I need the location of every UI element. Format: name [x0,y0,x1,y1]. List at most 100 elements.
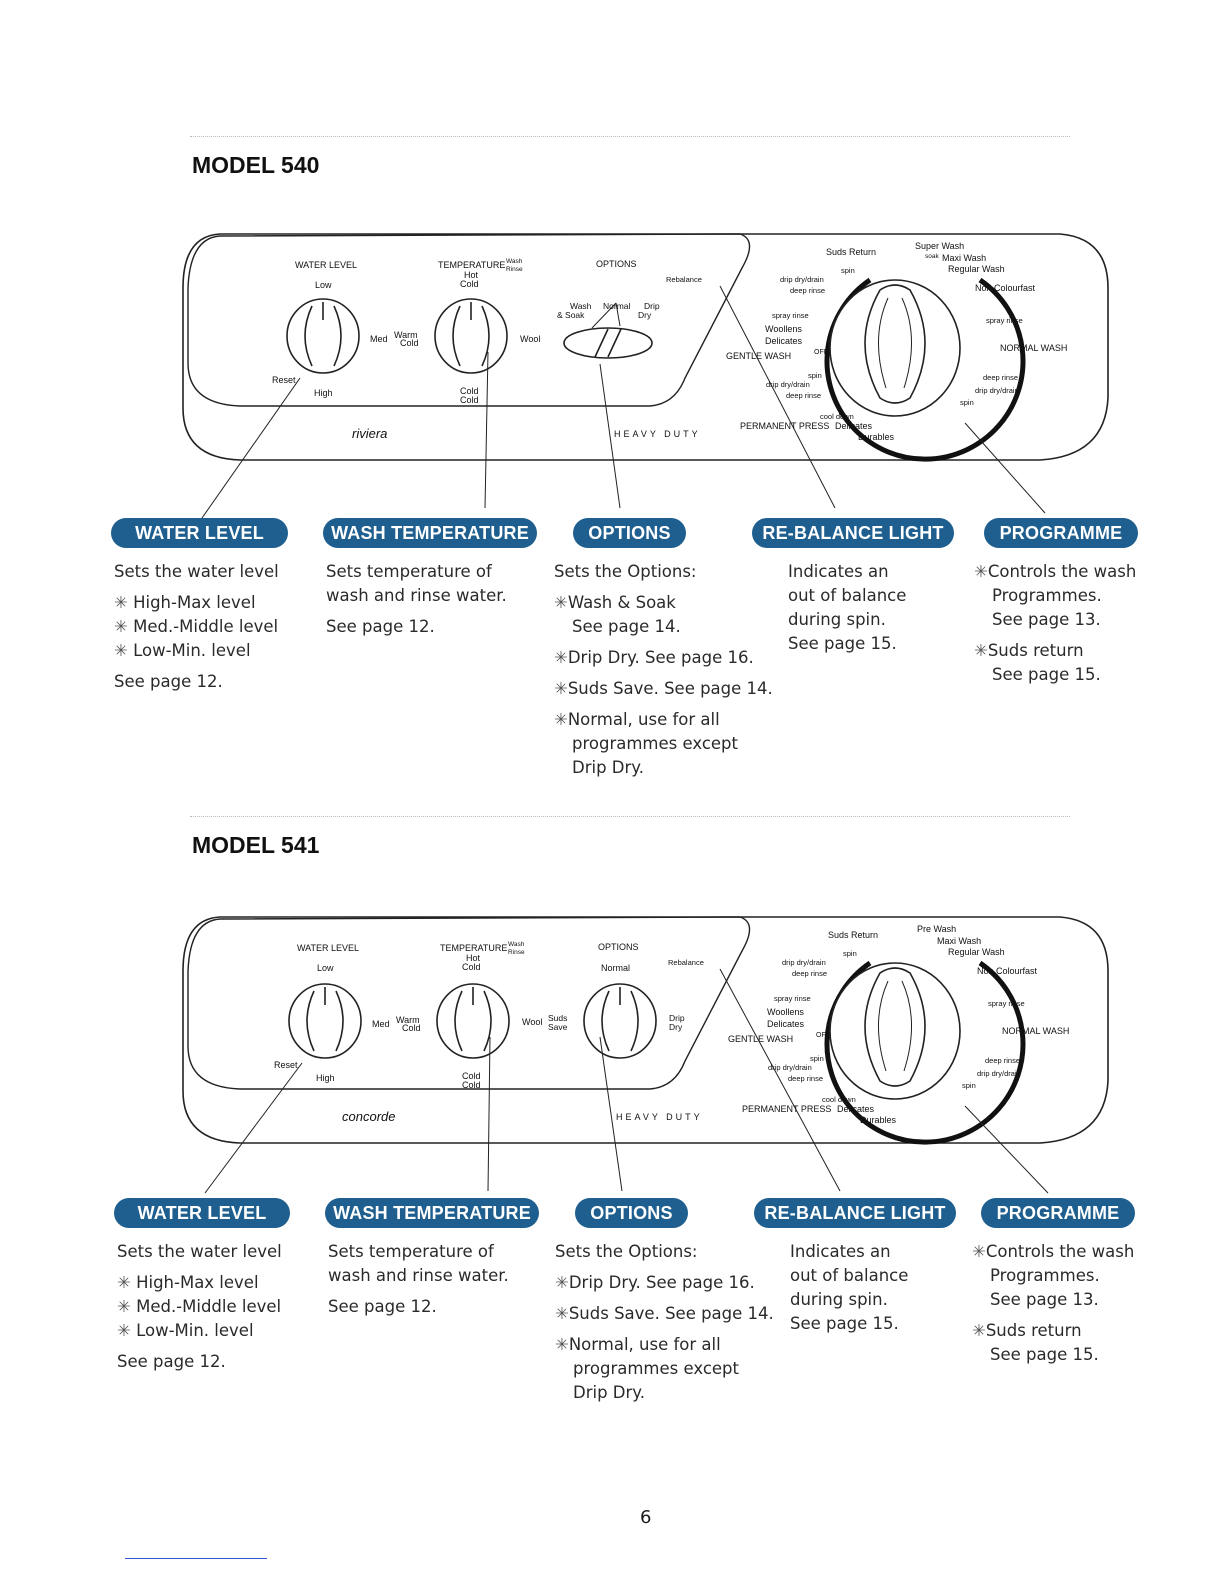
footer-rule [125,1558,267,1559]
svg-text:Suds Return: Suds Return [826,247,876,257]
svg-text:drip dry/drain: drip dry/drain [766,380,810,389]
badge-water-level: WATER LEVEL [111,518,288,548]
svg-text:deep rinse: deep rinse [985,1056,1020,1065]
svg-text:WATER LEVEL: WATER LEVEL [297,943,359,953]
svg-text:& Soak: & Soak [557,310,585,320]
svg-text:TEMPERATURE: TEMPERATURE [438,260,505,270]
svg-text:deep rinse: deep rinse [790,286,825,295]
svg-text:Cold: Cold [462,962,481,972]
svg-text:Pre Wash: Pre Wash [917,924,956,934]
svg-text:Delicates: Delicates [765,336,803,346]
svg-text:Delicates: Delicates [767,1019,805,1029]
svg-text:Durables: Durables [860,1115,897,1125]
svg-text:Wool: Wool [522,1017,542,1027]
badge-programme: PROGRAMME [984,518,1138,548]
model-541-control-panel: WATER LEVEL Low Med High Reset TEMPERATU… [180,911,1110,1194]
badge-programme: PROGRAMME [981,1198,1135,1228]
svg-text:Cold: Cold [400,338,419,348]
svg-text:High: High [316,1073,335,1083]
model-540-control-panel: WATER LEVEL Low Med High Reset TEMPERATU… [180,228,1110,519]
svg-text:spin: spin [808,371,822,380]
svg-text:Reset: Reset [274,1060,298,1070]
svg-text:TEMPERATURE: TEMPERATURE [440,943,507,953]
svg-text:drip dry/drain: drip dry/drain [975,386,1019,395]
svg-text:High: High [314,388,333,398]
svg-text:Reset: Reset [272,375,296,385]
svg-text:Durables: Durables [858,432,895,442]
svg-text:Regular Wash: Regular Wash [948,947,1005,957]
svg-text:cool down: cool down [822,1095,856,1104]
options-selector[interactable] [563,302,653,359]
svg-text:Hot: Hot [464,270,479,280]
svg-text:Warm: Warm [396,1015,420,1025]
svg-text:GENTLE WASH: GENTLE WASH [728,1034,793,1044]
svg-text:OPTIONS: OPTIONS [598,942,639,952]
svg-text:Wash: Wash [506,258,523,265]
svg-text:Cold: Cold [460,279,479,289]
svg-text:GENTLE WASH: GENTLE WASH [726,351,791,361]
svg-text:HEAVY DUTY: HEAVY DUTY [616,1112,703,1122]
svg-text:deep rinse: deep rinse [788,1074,823,1083]
badge-options: OPTIONS [573,518,686,548]
svg-text:Rinse: Rinse [508,949,525,956]
svg-text:riviera: riviera [352,426,387,441]
options-knob[interactable] [583,983,657,1059]
svg-text:deep rinse: deep rinse [983,373,1018,382]
options-description: Sets the Options: ✳Wash & Soak See page … [554,562,773,777]
svg-text:WATER LEVEL: WATER LEVEL [295,260,357,270]
svg-text:soak: soak [925,253,939,260]
svg-text:Cold: Cold [460,386,479,396]
svg-text:drip dry/drain: drip dry/drain [780,275,824,284]
control-panel-drawing: WATER LEVEL Low Med High Reset TEMPERATU… [182,916,1109,1194]
model-540-feature-badges: WATER LEVEL WASH TEMPERATURE OPTIONS RE-… [0,518,1224,552]
svg-text:Maxi Wash: Maxi Wash [937,936,981,946]
svg-text:spin: spin [960,398,974,407]
programme-dial[interactable] [824,277,1026,462]
model-540-title: MODEL 540 [192,152,320,178]
badge-wash-temperature: WASH TEMPERATURE [325,1198,539,1228]
water-level-description: Sets the water level ✳ High-Max level ✳ … [114,562,279,691]
svg-text:Maxi Wash: Maxi Wash [942,253,986,263]
svg-text:Cold: Cold [462,1080,481,1090]
svg-text:HEAVY DUTY: HEAVY DUTY [614,429,701,439]
svg-text:Normal: Normal [603,301,631,311]
svg-text:Non Colourfast: Non Colourfast [975,283,1036,293]
svg-text:Cold: Cold [462,1071,481,1081]
water-level-description: Sets the water level ✳ High-Max level ✳ … [117,1242,282,1371]
svg-text:cool down: cool down [820,412,854,421]
svg-text:Normal: Normal [601,963,630,973]
svg-text:Wool: Wool [520,334,540,344]
svg-text:PERMANENT PRESS: PERMANENT PRESS [740,421,829,431]
temperature-knob[interactable] [434,298,508,374]
page-number: 6 [640,1507,652,1528]
badge-rebalance-light: RE-BALANCE LIGHT [754,1198,956,1228]
water-level-knob[interactable] [288,983,362,1059]
section-divider [190,136,1070,137]
svg-text:drip dry/drain: drip dry/drain [977,1069,1021,1078]
wash-temperature-description: Sets temperature of wash and rinse water… [326,562,507,636]
svg-text:spray rinse: spray rinse [772,311,809,320]
programme-description: ✳Controls the wash Programmes. See page … [972,1242,1135,1364]
badge-wash-temperature: WASH TEMPERATURE [323,518,537,548]
model-541-feature-badges: WATER LEVEL WASH TEMPERATURE OPTIONS RE-… [0,1198,1224,1232]
section-divider [190,816,1070,817]
svg-text:Super Wash: Super Wash [915,241,964,251]
svg-text:Rinse: Rinse [506,266,523,273]
svg-text:Rebalance: Rebalance [666,275,702,284]
svg-text:Wash: Wash [508,941,525,948]
programme-dial[interactable] [824,960,1026,1145]
svg-text:spray rinse: spray rinse [988,999,1025,1008]
svg-text:Dry: Dry [669,1022,683,1032]
water-level-knob[interactable] [286,298,360,374]
badge-options: OPTIONS [575,1198,688,1228]
svg-text:Woollens: Woollens [767,1007,804,1017]
programme-description: ✳Controls the wash Programmes. See page … [974,562,1137,684]
temperature-knob[interactable] [436,983,510,1059]
svg-text:Cold: Cold [460,395,479,405]
svg-text:Med: Med [370,334,388,344]
svg-text:deep rinse: deep rinse [786,391,821,400]
svg-text:Cold: Cold [402,1023,421,1033]
svg-text:spray rinse: spray rinse [986,316,1023,325]
svg-text:Dry: Dry [638,310,652,320]
options-description: Sets the Options: ✳Drip Dry. See page 16… [555,1242,774,1402]
